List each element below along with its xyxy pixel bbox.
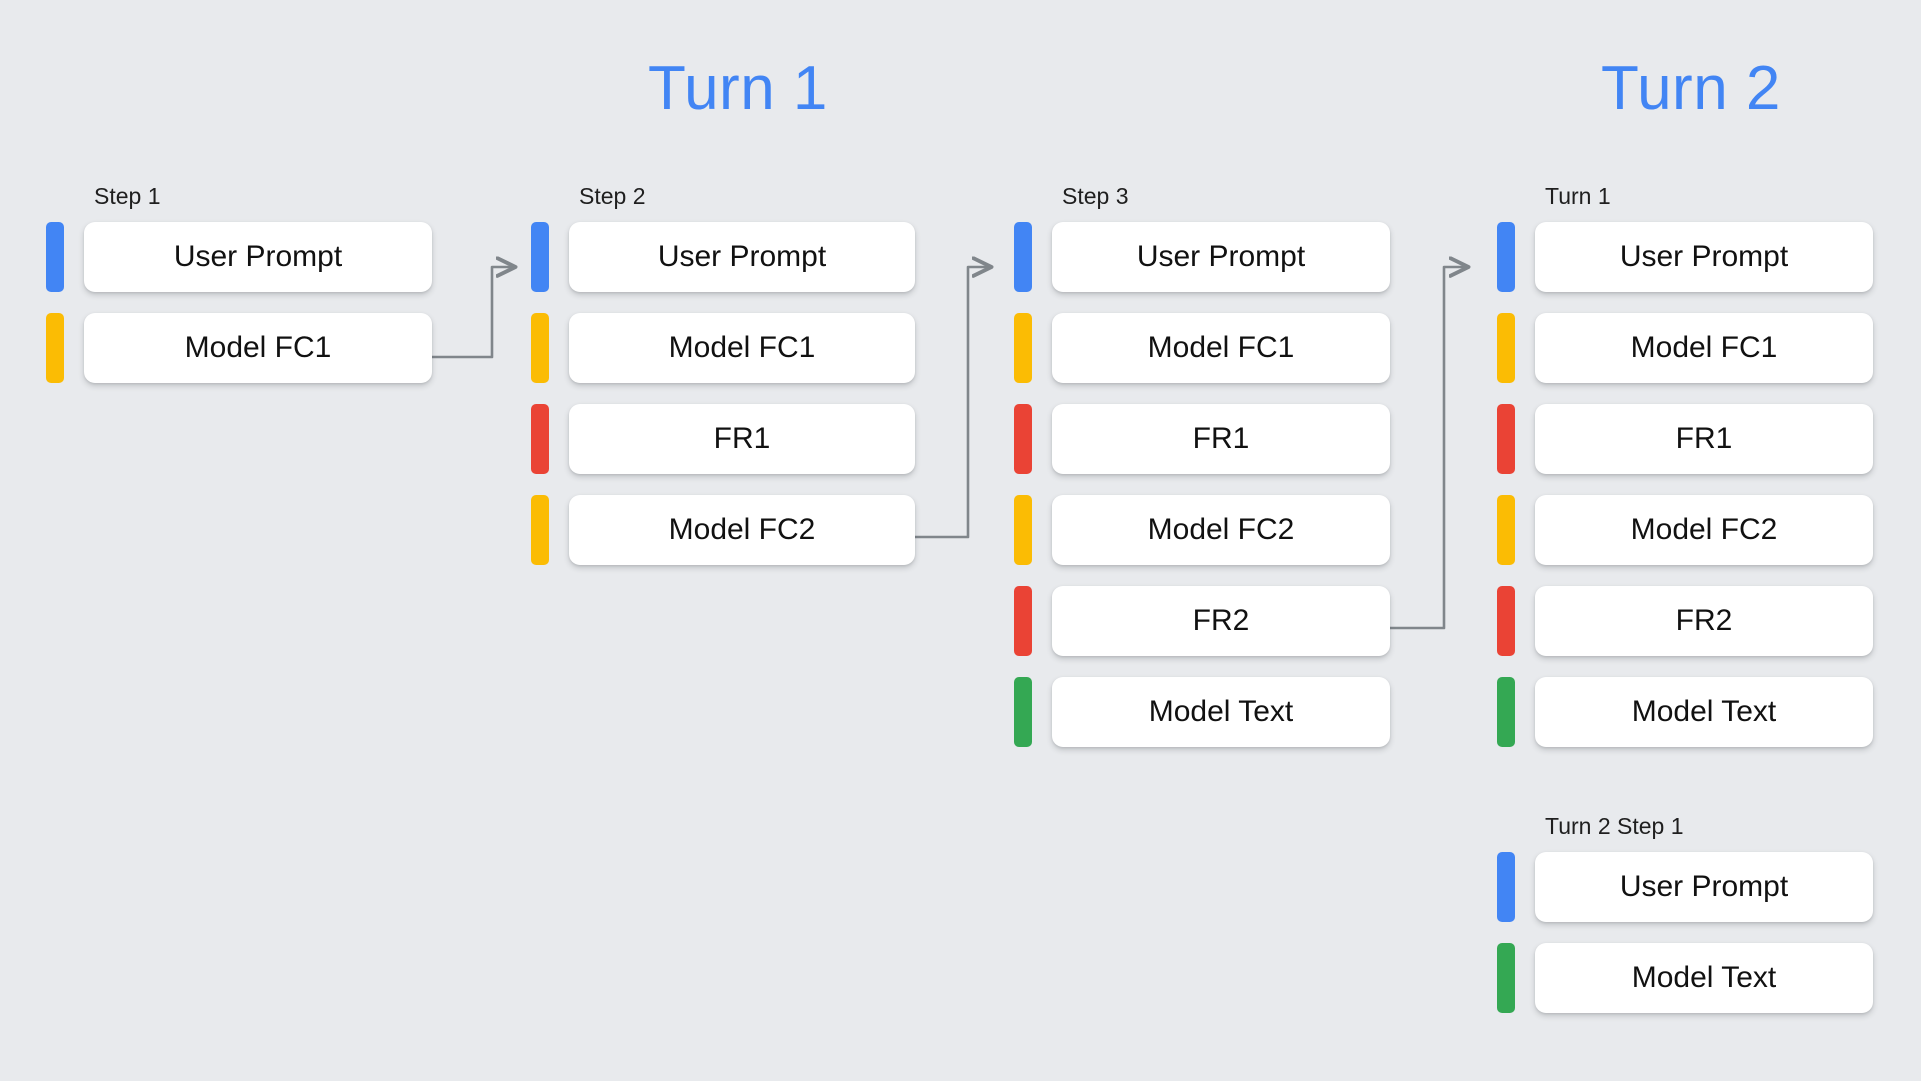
turn-1-heading: Turn 1 <box>648 54 828 123</box>
status-bar-blue-icon <box>46 222 64 292</box>
status-bar-green-icon <box>1014 677 1032 747</box>
node-card-label: FR1 <box>1192 422 1250 455</box>
node-card[interactable]: User Prompt <box>84 222 432 292</box>
node-card[interactable]: Model FC2 <box>1052 495 1390 565</box>
node-card-label: User Prompt <box>173 240 343 273</box>
status-bar-red-icon <box>531 404 549 474</box>
node-card[interactable]: FR1 <box>569 404 915 474</box>
status-bar-red-icon <box>1014 404 1032 474</box>
node-card-label: FR1 <box>713 422 771 455</box>
status-bar-red-icon <box>1014 586 1032 656</box>
node-card[interactable]: FR2 <box>1535 586 1873 656</box>
group-label-step-3: Step 3 <box>1062 183 1129 209</box>
status-bar-yellow-icon <box>1497 495 1515 565</box>
node-card[interactable]: FR1 <box>1052 404 1390 474</box>
node-card-label: FR2 <box>1675 604 1733 637</box>
node-card[interactable]: Model FC1 <box>84 313 432 383</box>
group-label-turn-1-right: Turn 1 <box>1545 183 1611 209</box>
status-bar-yellow-icon <box>1014 313 1032 383</box>
node-card[interactable]: Model Text <box>1535 677 1873 747</box>
node-card-label: User Prompt <box>1136 240 1306 273</box>
status-bar-blue-icon <box>1497 852 1515 922</box>
node-card-label: Model Text <box>1148 695 1294 728</box>
node-card[interactable]: FR1 <box>1535 404 1873 474</box>
node-card-label: User Prompt <box>1619 240 1789 273</box>
status-bar-yellow-icon <box>531 313 549 383</box>
node-card[interactable]: User Prompt <box>569 222 915 292</box>
status-bar-yellow-icon <box>531 495 549 565</box>
connector-step2-to-step3 <box>913 267 991 539</box>
connector-step1-to-step2 <box>430 267 515 359</box>
node-card[interactable]: Model Text <box>1052 677 1390 747</box>
node-card-label: Model FC1 <box>1630 331 1778 364</box>
node-card-label: User Prompt <box>1619 870 1789 903</box>
node-card-label: Model FC2 <box>1147 513 1295 546</box>
node-card-label: Model FC1 <box>184 331 332 364</box>
node-card[interactable]: Model FC1 <box>569 313 915 383</box>
node-card-label: User Prompt <box>657 240 827 273</box>
group-label-step-1: Step 1 <box>94 183 161 209</box>
node-card[interactable]: User Prompt <box>1535 852 1873 922</box>
node-card[interactable]: User Prompt <box>1052 222 1390 292</box>
status-bar-green-icon <box>1497 943 1515 1013</box>
group-label-step-2: Step 2 <box>579 183 646 209</box>
status-bar-blue-icon <box>1497 222 1515 292</box>
node-card-label: FR1 <box>1675 422 1733 455</box>
status-bar-red-icon <box>1497 586 1515 656</box>
node-card[interactable]: User Prompt <box>1535 222 1873 292</box>
node-card[interactable]: Model FC2 <box>1535 495 1873 565</box>
status-bar-blue-icon <box>531 222 549 292</box>
status-bar-yellow-icon <box>1014 495 1032 565</box>
node-card[interactable]: Model FC2 <box>569 495 915 565</box>
node-card[interactable]: Model FC1 <box>1052 313 1390 383</box>
status-bar-blue-icon <box>1014 222 1032 292</box>
node-card-label: Model Text <box>1631 695 1777 728</box>
group-label-turn-2-step-1: Turn 2 Step 1 <box>1545 813 1684 839</box>
status-bar-green-icon <box>1497 677 1515 747</box>
node-card-label: Model Text <box>1631 961 1777 994</box>
status-bar-yellow-icon <box>46 313 64 383</box>
node-card-label: Model FC2 <box>668 513 816 546</box>
node-card[interactable]: Model Text <box>1535 943 1873 1013</box>
node-card[interactable]: FR2 <box>1052 586 1390 656</box>
connector-step3-to-turn1 <box>1388 267 1468 630</box>
node-card-label: Model FC1 <box>668 331 816 364</box>
node-card-label: Model FC2 <box>1630 513 1778 546</box>
node-card-label: FR2 <box>1192 604 1250 637</box>
status-bar-yellow-icon <box>1497 313 1515 383</box>
turn-2-heading: Turn 2 <box>1601 54 1781 123</box>
status-bar-red-icon <box>1497 404 1515 474</box>
node-card-label: Model FC1 <box>1147 331 1295 364</box>
node-card[interactable]: Model FC1 <box>1535 313 1873 383</box>
